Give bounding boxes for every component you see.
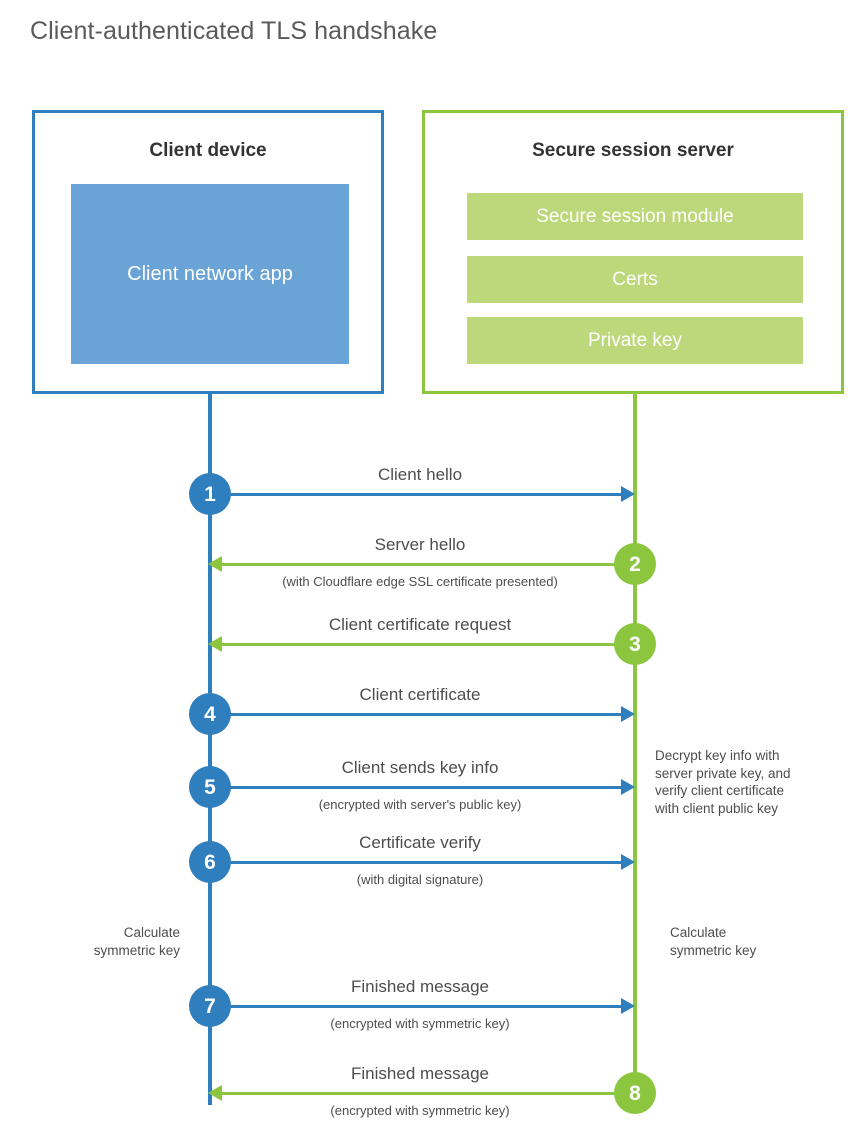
message-label: Server hello — [374, 535, 466, 554]
client-device-title: Client device — [149, 140, 267, 161]
arrow-line — [222, 1092, 635, 1095]
message-label: Client certificate — [359, 685, 481, 704]
message-label: Client certificate request — [328, 615, 512, 634]
secure-session-server-box: Secure session server Secure session mod… — [422, 110, 844, 394]
step-number-badge: 5 — [189, 766, 231, 808]
message-label: Finished message — [351, 977, 489, 996]
arrow-head-icon — [621, 779, 635, 795]
arrow-line — [210, 786, 623, 789]
arrow-line — [222, 563, 635, 566]
arrow-head-icon — [621, 854, 635, 870]
message-label: Finished message — [351, 1064, 489, 1083]
arrow-head-icon — [621, 998, 635, 1014]
step-number-badge: 3 — [614, 623, 656, 665]
step-number-badge: 8 — [614, 1072, 656, 1114]
server-component-secure-session-module: Secure session module — [467, 193, 803, 240]
arrow-head-icon — [621, 486, 635, 502]
message-label: Client hello — [377, 465, 463, 484]
arrow-line — [210, 713, 623, 716]
step-number-badge: 4 — [189, 693, 231, 735]
message-label: Certificate verify — [359, 833, 481, 852]
arrow-line — [210, 861, 623, 864]
message-sublabel: (encrypted with symmetric key) — [330, 1103, 510, 1118]
annotation-decrypt-key-info: Decrypt key info with server private key… — [655, 748, 791, 816]
page-title: Client-authenticated TLS handshake — [30, 17, 438, 45]
arrow-line — [222, 643, 635, 646]
server-component-certs: Certs — [467, 256, 803, 303]
client-lifeline — [208, 393, 212, 1105]
server-lifeline — [633, 393, 637, 1093]
message-sublabel: (with Cloudflare edge SSL certificate pr… — [282, 574, 558, 589]
message-sublabel: (encrypted with server's public key) — [318, 797, 522, 812]
arrow-line — [210, 1005, 623, 1008]
step-number-badge: 1 — [189, 473, 231, 515]
step-number-badge: 2 — [614, 543, 656, 585]
secure-session-server-title: Secure session server — [532, 140, 734, 161]
message-label: Client sends key info — [341, 758, 499, 777]
message-sublabel: (encrypted with symmetric key) — [330, 1016, 510, 1031]
client-device-box: Client device Client network app — [32, 110, 384, 394]
arrow-head-icon — [208, 636, 222, 652]
server-component-private-key: Private key — [467, 317, 803, 364]
arrow-line — [210, 493, 623, 496]
client-network-app-block: Client network app — [71, 184, 349, 364]
arrow-head-icon — [621, 706, 635, 722]
annotation-calculate-symmetric-key-server: Calculate symmetric key — [670, 925, 757, 958]
arrow-head-icon — [208, 556, 222, 572]
annotation-calculate-symmetric-key-client: Calculate symmetric key — [93, 925, 180, 958]
step-number-badge: 6 — [189, 841, 231, 883]
message-sublabel: (with digital signature) — [356, 872, 484, 887]
arrow-head-icon — [208, 1085, 222, 1101]
step-number-badge: 7 — [189, 985, 231, 1027]
